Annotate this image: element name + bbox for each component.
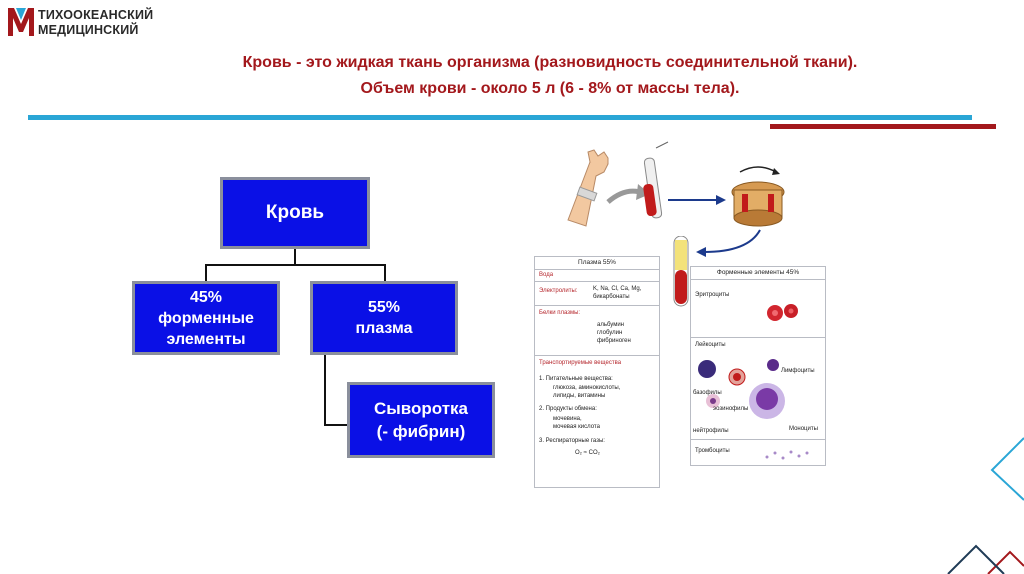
plasma-panel: Плазма 55% Вода Электролиты: K, Na, Cl, … — [534, 256, 660, 488]
transported-item-1-detail-2: липиды, витамины — [553, 393, 606, 399]
arm-icon — [567, 149, 609, 227]
erythrocytes-label: Эритроциты — [695, 292, 730, 298]
protein-fibrinogen: фибриноген — [597, 338, 631, 344]
connector-formed — [205, 264, 207, 281]
electrolytes-value-1: K, Na, Cl, Ca, Mg, — [593, 286, 642, 292]
centrifuge-icon — [731, 166, 785, 227]
title-line-2: Объем крови - около 5 л (6 - 8% от массы… — [360, 80, 740, 97]
electrolytes-label: Электролиты: — [539, 288, 578, 294]
transported-item-3: 3. Респираторные газы: — [539, 438, 605, 444]
blood-composition-figure: Плазма 55% Вода Электролиты: K, Na, Cl, … — [528, 140, 828, 490]
connector-plasma — [384, 264, 386, 281]
corner-decoration — [947, 437, 1024, 574]
eosinophils-label: эозинофилы — [713, 406, 749, 412]
divider-blue — [28, 115, 972, 120]
serum-box: Сыворотка (- фибрин) — [347, 382, 495, 458]
blood-box: Кровь — [220, 177, 370, 249]
leukocytes-label: Лейкоциты — [695, 342, 726, 348]
serum-label-1: Сыворотка — [373, 399, 469, 418]
formed-elements-panel: Форменные элементы 45% Эритроциты Лейкоц… — [690, 266, 826, 466]
erythrocytes-icon — [767, 304, 798, 321]
protein-albumin: альбумин — [597, 322, 624, 328]
plasma-water: Вода — [539, 272, 554, 278]
transported-item-2: 2. Продукты обмена: — [539, 406, 597, 412]
transported-item-2-detail-1: мочевина, — [553, 416, 582, 422]
transported-item-1: 1. Питательные вещества: — [539, 376, 613, 382]
plasma-percent: 55% — [367, 299, 401, 316]
protein-globulin: глобулин — [597, 330, 623, 336]
separated-blood-tube-icon — [673, 236, 689, 307]
connector-horizontal — [205, 264, 385, 266]
electrolytes-value-2: бикарбонаты — [593, 294, 630, 300]
leukocytes-icon — [698, 359, 785, 419]
formed-label-2: элементы — [166, 330, 246, 348]
connector-root-down — [294, 249, 296, 265]
monocytes-label: Моноциты — [789, 426, 818, 432]
plasma-box: 55% плазма — [310, 281, 458, 355]
transported-item-3-detail: O₂ ≈ CO₂ — [575, 450, 600, 456]
divider-red — [770, 124, 996, 129]
plasma-label: плазма — [355, 320, 413, 337]
university-logo-icon — [8, 8, 34, 36]
thrombocytes-label: Тромбоциты — [695, 448, 730, 454]
lymphocytes-label: Лимфоциты — [781, 368, 815, 374]
serum-label-2: (- фибрин) — [376, 422, 466, 441]
blood-sampling-illustration — [567, 141, 785, 257]
formed-percent: 45% — [189, 288, 223, 306]
thrombocytes-icon — [765, 450, 809, 460]
transported-item-1-detail-1: глюкоза, аминокислоты, — [553, 385, 621, 391]
basophils-label: базофилы — [693, 390, 722, 396]
title-line-1: Кровь - это жидкая ткань организма (разн… — [242, 54, 858, 71]
transported-label: Транспортируемые вещества — [539, 360, 622, 366]
plasma-panel-title: Плазма 55% — [578, 259, 616, 266]
formed-panel-title: Форменные элементы 45% — [716, 269, 800, 276]
formed-elements-box: 45% форменные элементы — [132, 281, 280, 355]
slide-title: Кровь - это жидкая ткань организма (разн… — [100, 50, 1000, 102]
formed-label-1: форменные — [158, 309, 254, 327]
connector-serum-vertical — [324, 355, 326, 425]
test-tube-icon — [643, 141, 669, 219]
connector-serum-horizontal — [324, 424, 348, 426]
neutrophils-label: нейтрофилы — [693, 428, 729, 434]
logo-line-2: МЕДИЦИНСКИЙ — [38, 23, 139, 37]
logo: ТИХООКЕАНСКИЙ МЕДИЦИНСКИЙ — [8, 4, 178, 44]
blood-label: Кровь — [265, 202, 325, 223]
logo-text: ТИХООКЕАНСКИЙ МЕДИЦИНСКИЙ — [38, 8, 153, 38]
proteins-label: Белки плазмы: — [539, 310, 581, 316]
transported-item-2-detail-2: мочевая кислота — [553, 424, 600, 430]
logo-line-1: ТИХООКЕАНСКИЙ — [38, 8, 154, 22]
